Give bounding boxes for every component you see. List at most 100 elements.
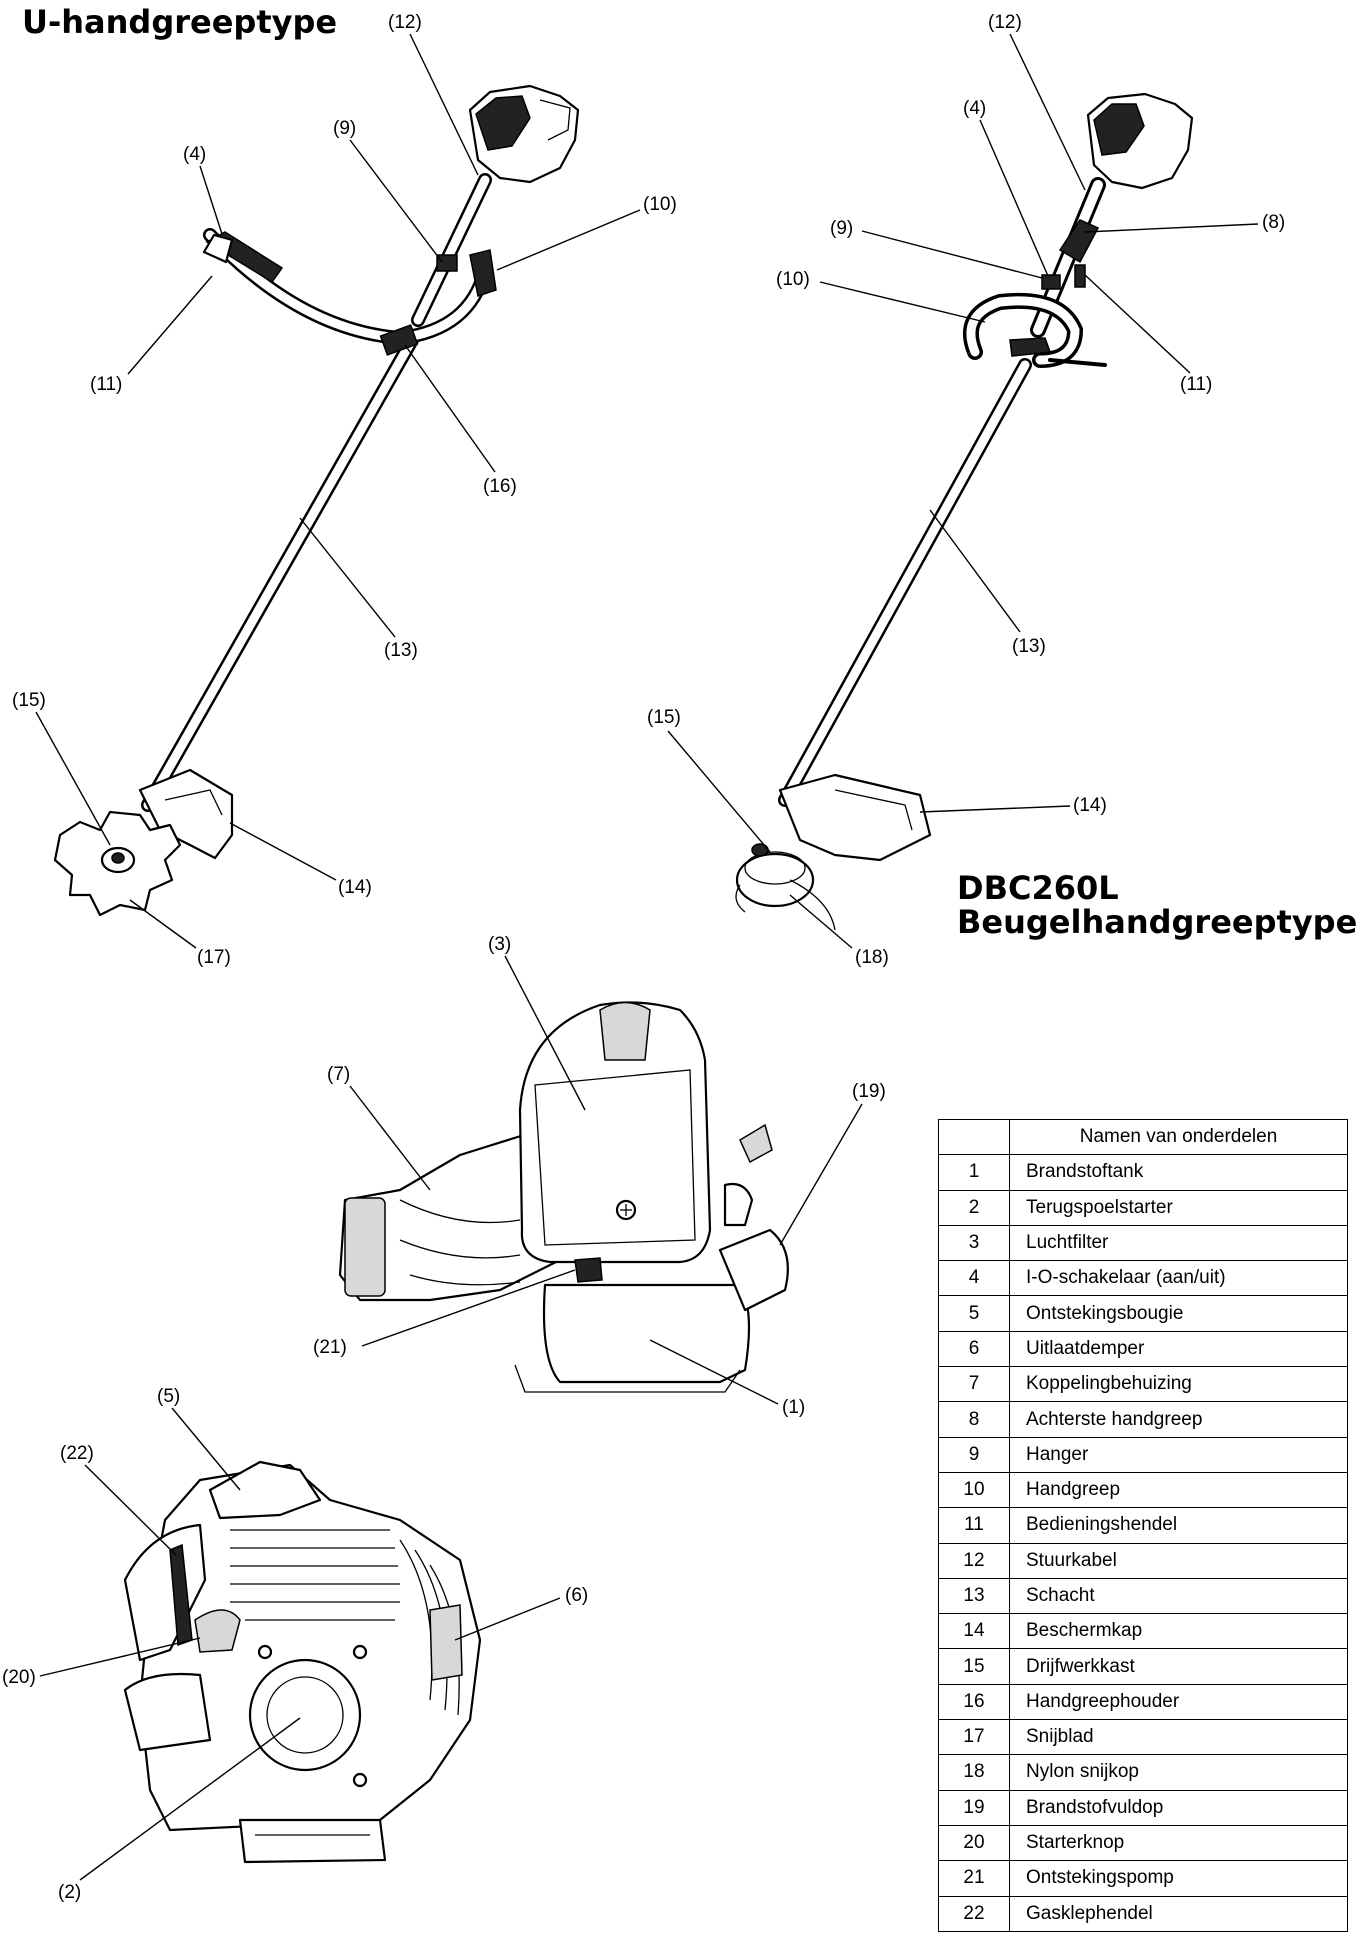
part-number: 14 (938, 1613, 1010, 1650)
part-number: 5 (938, 1295, 1010, 1332)
callout-s-1: (1) (782, 1397, 805, 1418)
parts-table-header-num (938, 1118, 1010, 1156)
part-number: 12 (938, 1542, 1010, 1579)
callout-u-15: (15) (12, 690, 46, 711)
part-name: Ontstekingsbougie (1009, 1295, 1348, 1332)
part-number: 11 (938, 1507, 1010, 1544)
part-number: 20 (938, 1824, 1010, 1862)
part-number: 3 (938, 1224, 1010, 1262)
part-name: Brandstofvuldop (1009, 1789, 1348, 1826)
callout-f-22: (22) (60, 1443, 94, 1464)
part-number: 6 (938, 1330, 1010, 1368)
callout-u-14: (14) (338, 877, 372, 898)
engine-side-view-illustration (338, 1001, 789, 1393)
part-number: 2 (938, 1189, 1010, 1226)
part-number: 18 (938, 1754, 1010, 1791)
callout-u-13: (13) (384, 640, 418, 661)
part-number: 15 (938, 1648, 1010, 1685)
part-name: Ontstekingspomp (1009, 1860, 1348, 1897)
parts-table-header: Namen van onderdelen (1009, 1118, 1348, 1156)
engine-side-callouts: (3) (7) (19) (21) (1) (313, 934, 886, 1418)
callout-u-17: (17) (197, 947, 231, 968)
callout-l-13: (13) (1012, 636, 1046, 657)
part-name: Brandstoftank (1009, 1154, 1348, 1191)
callout-f-5: (5) (157, 1386, 180, 1407)
part-name: Uitlaatdemper (1009, 1330, 1348, 1368)
callout-l-15: (15) (647, 707, 681, 728)
callout-l-11: (11) (1180, 374, 1212, 395)
part-name: Stuurkabel (1009, 1542, 1348, 1579)
part-name: I-O-schakelaar (aan/uit) (1009, 1260, 1348, 1297)
callout-s-7: (7) (327, 1064, 350, 1085)
model-title: DBC260L (957, 869, 1119, 907)
part-name: Starterknop (1009, 1824, 1348, 1862)
callout-l-4: (4) (963, 98, 986, 119)
part-number: 13 (938, 1577, 1010, 1615)
callout-f-20: (20) (2, 1667, 36, 1688)
part-name: Handgreep (1009, 1471, 1348, 1509)
loop-handle-callouts: (12) (4) (9) (8) (10) (11) (13) (15) (14… (647, 12, 1285, 968)
part-name: Koppelingbehuizing (1009, 1366, 1348, 1403)
part-name: Nylon snijkop (1009, 1754, 1348, 1791)
part-name: Handgreephouder (1009, 1683, 1348, 1721)
callout-s-19: (19) (852, 1081, 886, 1102)
part-number: 7 (938, 1366, 1010, 1403)
part-number: 19 (938, 1789, 1010, 1826)
parts-table-header-row: Namen van onderdelen (938, 1118, 1348, 1156)
callout-l-10: (10) (776, 269, 810, 290)
part-name: Beschermkap (1009, 1613, 1348, 1650)
part-number: 10 (938, 1471, 1010, 1509)
part-name: Schacht (1009, 1577, 1348, 1615)
callout-f-2: (2) (58, 1882, 81, 1903)
part-name: Terugspoelstarter (1009, 1189, 1348, 1226)
loop-handle-trimmer-illustration (735, 92, 1194, 931)
u-handle-trimmer-illustration (53, 84, 580, 917)
callout-u-12: (12) (388, 12, 422, 33)
part-number: 1 (938, 1154, 1010, 1191)
part-number: 9 (938, 1436, 1010, 1473)
callout-l-8: (8) (1262, 212, 1285, 233)
part-name: Bedieningshendel (1009, 1507, 1348, 1544)
callout-u-4: (4) (183, 144, 206, 165)
part-number: 8 (938, 1401, 1010, 1438)
callout-l-12: (12) (988, 12, 1022, 33)
part-number: 22 (938, 1895, 1010, 1932)
part-number: 4 (938, 1260, 1010, 1297)
callout-u-11: (11) (90, 374, 122, 395)
part-name: Drijfwerkkast (1009, 1648, 1348, 1685)
part-number: 17 (938, 1719, 1010, 1756)
loop-handle-title: Beugelhandgreeptype (957, 903, 1358, 941)
part-name: Luchtfilter (1009, 1224, 1348, 1262)
callout-u-9: (9) (333, 118, 356, 139)
part-name: Hanger (1009, 1436, 1348, 1473)
callout-u-16: (16) (483, 476, 517, 497)
callout-s-3: (3) (488, 934, 511, 955)
callout-l-18: (18) (855, 947, 889, 968)
part-name: Gasklephendel (1009, 1895, 1348, 1932)
part-number: 16 (938, 1683, 1010, 1721)
callout-f-6: (6) (565, 1585, 588, 1606)
u-handle-callouts: (12) (9) (4) (10) (11) (16) (13) (15) (1… (12, 12, 677, 968)
engine-front-callouts: (5) (22) (6) (20) (2) (2, 1386, 588, 1903)
part-name: Achterste handgreep (1009, 1401, 1348, 1438)
